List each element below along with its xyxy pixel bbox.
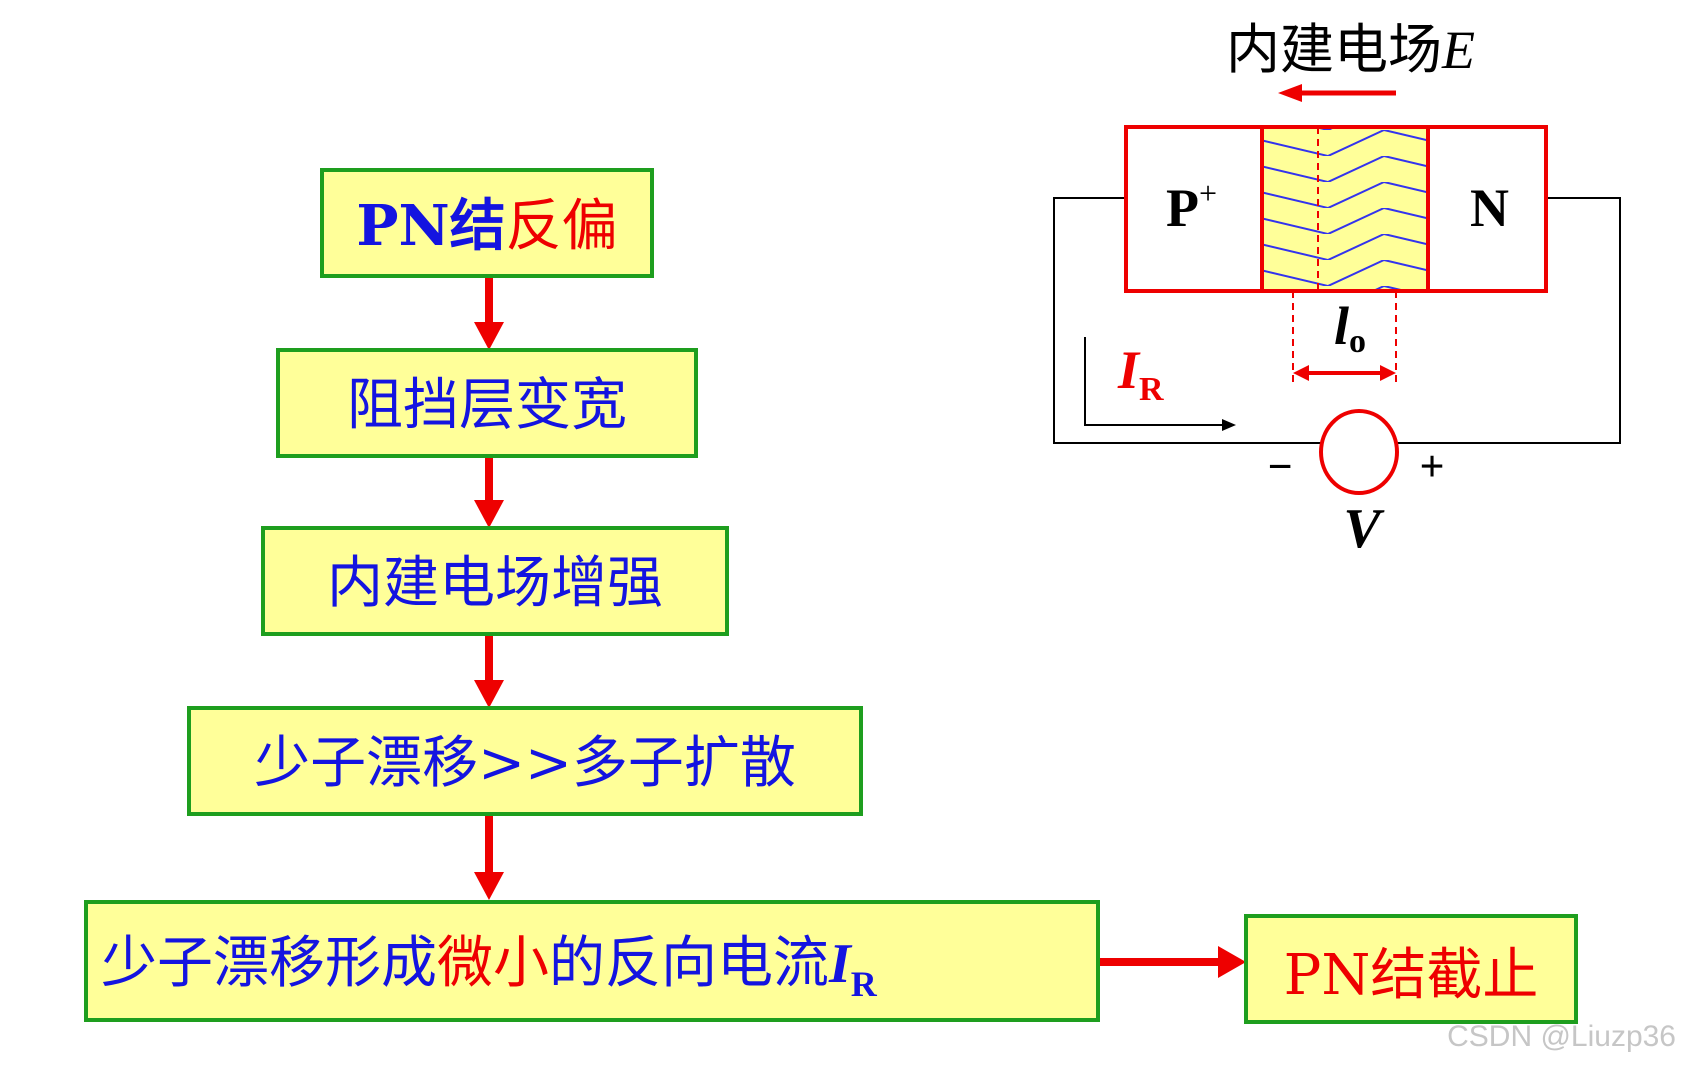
step-5-part-3: 的反向电流 [549, 931, 829, 996]
plus-sign: + [1419, 442, 1444, 491]
p-region-label: P+ [1166, 175, 1217, 238]
step-3-box [261, 526, 729, 636]
result-arrow-head [1218, 946, 1246, 978]
step-4-text: 少子漂移>>多子扩散 [254, 731, 796, 796]
current-symbol: I [1117, 340, 1141, 400]
flow-arrow-1-head [474, 322, 504, 350]
step-5-part-2: 微小 [437, 931, 549, 996]
width-arrow-head-left [1293, 365, 1309, 381]
p-label: P [1166, 178, 1199, 238]
voltage-source [1319, 409, 1399, 495]
step-5-box [84, 900, 1100, 1022]
step-1-part-2: 反偏 [506, 194, 618, 259]
field-label-text: 内建电场 [1226, 18, 1442, 81]
step-4-box [187, 706, 863, 816]
field-label: 内建电场E [1226, 18, 1475, 81]
step-5-text: 少子漂移形成微小的反向电流IR [101, 931, 878, 1004]
width-subscript: o [1349, 323, 1366, 360]
step-5-current-symbol: I [828, 933, 853, 995]
depletion-border [1260, 125, 1430, 293]
flow-arrow-3-head [474, 680, 504, 708]
circuit-wire-right [1397, 197, 1621, 444]
minus-sign: − [1267, 442, 1292, 491]
p-superscript: + [1199, 175, 1217, 211]
circuit-wire-left [1053, 197, 1321, 444]
result-box [1244, 914, 1578, 1024]
watermark: CSDN @Liuzp36 [1447, 1020, 1676, 1053]
depletion-hatching [1262, 127, 1428, 291]
n-region-label: N [1470, 178, 1509, 238]
field-symbol: E [1441, 20, 1475, 80]
step-5-part-1: 少子漂移形成 [101, 931, 437, 996]
step-3-text: 内建电场增强 [327, 551, 663, 616]
step-2-box [276, 348, 698, 458]
current-direction-line [1084, 337, 1226, 426]
flow-arrow-4-head [474, 872, 504, 900]
width-label: lo [1334, 296, 1366, 360]
step-1-box [320, 168, 654, 278]
current-label: IR [1117, 340, 1164, 408]
width-arrow-head-right [1380, 365, 1396, 381]
result-text: PN结截止 [1284, 943, 1539, 1008]
step-5-current-subscript: R [851, 964, 878, 1004]
field-arrow-head [1278, 84, 1302, 102]
step-1-part-1: PN结 [356, 193, 505, 259]
voltage-label: V [1343, 498, 1385, 560]
step-2-text: 阻挡层变宽 [347, 373, 627, 438]
current-subscript: R [1139, 371, 1164, 408]
flow-arrow-2-head [474, 500, 504, 528]
current-arrow-head [1222, 419, 1236, 431]
step-1-text: PN结反偏 [356, 193, 617, 259]
width-symbol: l [1334, 296, 1349, 356]
